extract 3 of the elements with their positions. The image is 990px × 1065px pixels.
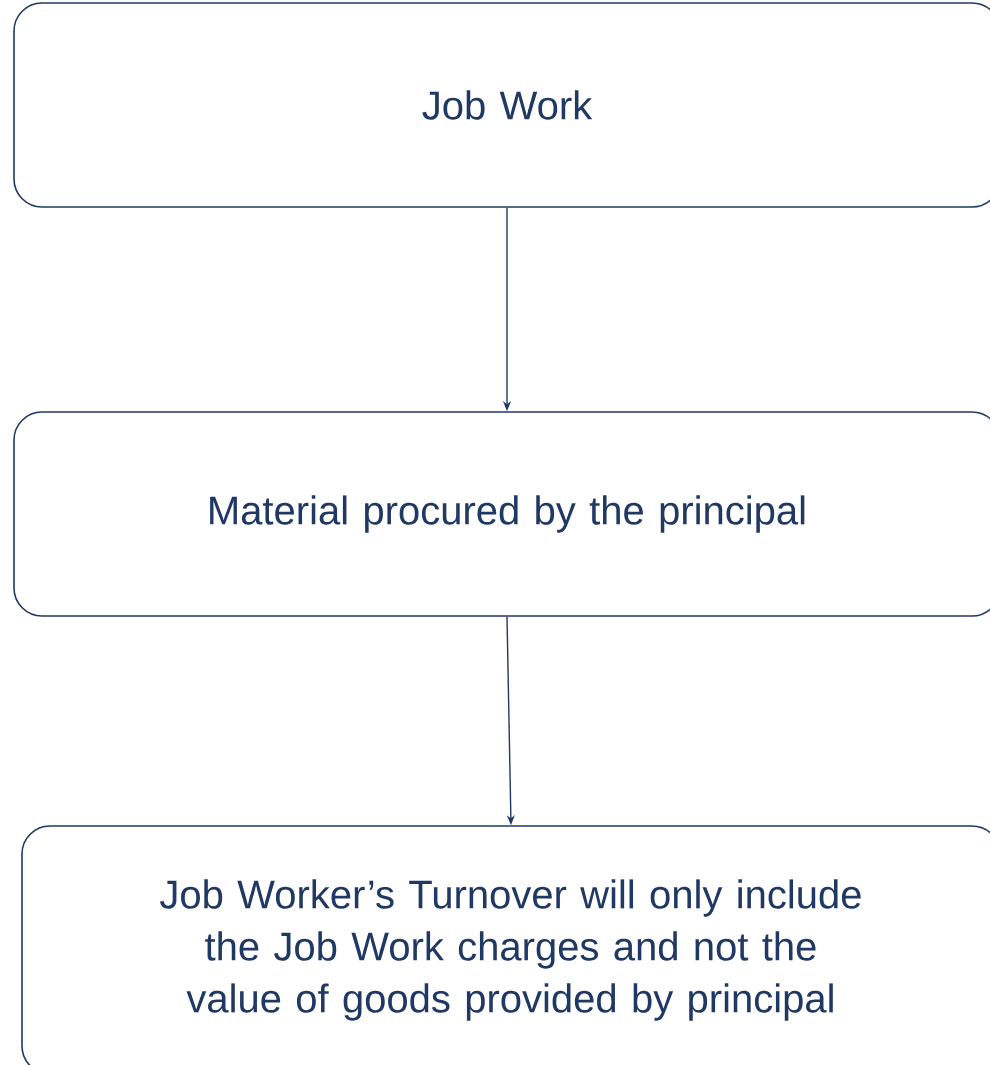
process-box: Job Work [13,2,990,208]
process-box: Job Worker’s Turnover will only include the Job Work charges and not the value of goods provided by principal [21,825,990,1065]
process-box: Material procured by the principal [13,411,990,617]
